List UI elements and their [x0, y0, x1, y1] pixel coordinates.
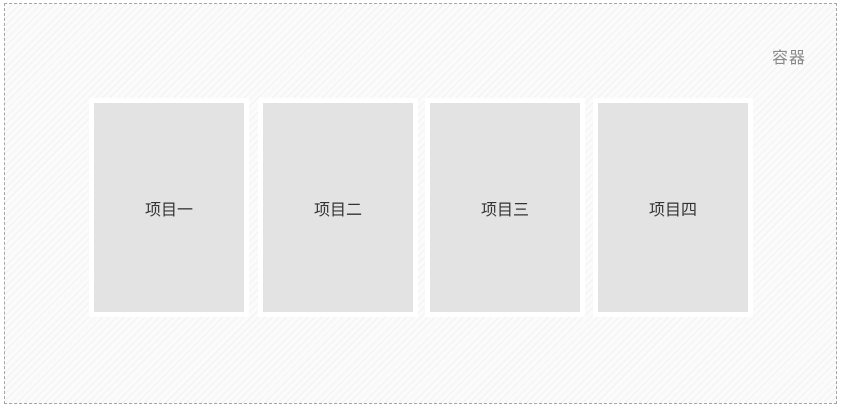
flex-item-1: 项目一	[89, 98, 249, 317]
flex-item-4: 项目四	[593, 98, 753, 317]
item-4-label: 项目四	[648, 199, 697, 219]
item-4-box: 项目四	[598, 103, 748, 312]
item-1-box: 项目一	[94, 103, 244, 312]
item-2-label: 项目二	[313, 199, 362, 219]
container-label: 容器	[771, 48, 806, 67]
item-1-label: 项目一	[144, 199, 193, 219]
item-3-box: 项目三	[430, 103, 580, 312]
flex-item-3: 项目三	[425, 98, 585, 317]
flex-item-2: 项目二	[258, 98, 418, 317]
flex-container: 容器 项目一 项目二 项目三 项目四	[4, 3, 837, 404]
item-3-label: 项目三	[480, 199, 529, 219]
item-2-box: 项目二	[263, 103, 413, 312]
